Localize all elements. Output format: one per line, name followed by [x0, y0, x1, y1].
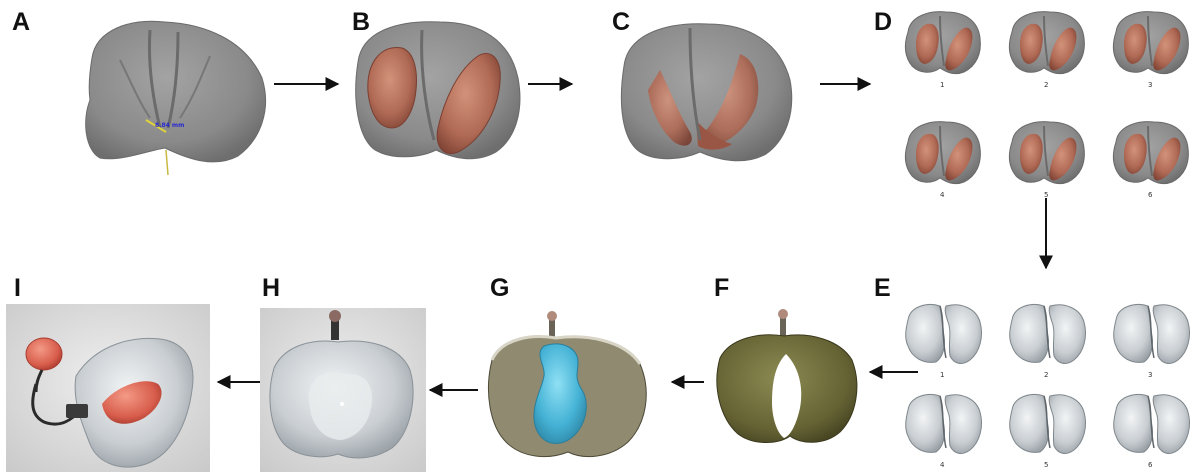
d-stage-model — [1004, 116, 1090, 188]
panel-label-i: I — [14, 276, 21, 301]
d-stage-model — [900, 116, 986, 188]
e-stage-model — [1004, 386, 1090, 458]
arrow-f-to-g — [668, 374, 708, 390]
e-stage-model — [1004, 296, 1090, 368]
panel-label-d: D — [874, 10, 892, 35]
arrow-e-to-f — [866, 364, 920, 380]
e-stage-model — [900, 296, 986, 368]
arrow-b-to-c — [526, 76, 576, 92]
arrow-g-to-h — [426, 382, 480, 398]
d-stage-model — [1108, 6, 1190, 78]
arrow-a-to-b — [272, 76, 342, 92]
e-stage-number: 5 — [1044, 462, 1048, 469]
e-stage-number: 3 — [1148, 372, 1152, 379]
d-stage-model — [900, 6, 986, 78]
arrow-h-to-i — [214, 374, 262, 390]
acrylic-base-photo-frame — [260, 308, 426, 472]
e-stage-number: 6 — [1148, 462, 1152, 469]
acrylic-base-photo — [260, 308, 426, 472]
panel-c: C — [600, 0, 800, 190]
d-stage-number: 3 — [1148, 82, 1152, 89]
arrow-d-to-e — [1038, 196, 1054, 272]
printed-mold-photo — [700, 276, 870, 476]
e-stage-model — [900, 386, 986, 458]
panel-h: H — [258, 276, 428, 476]
panel-label-h: H — [262, 276, 280, 301]
panel-label-e: E — [874, 276, 891, 301]
arrow-c-to-d — [818, 76, 874, 92]
final-nam-appliance-photo — [6, 304, 210, 472]
d-stage-number: 2 — [1044, 82, 1048, 89]
maxilla-scan-model — [0, 0, 270, 190]
panel-g: G — [478, 276, 668, 476]
molding-plan-model — [340, 0, 530, 190]
d-stage-model — [1108, 116, 1190, 188]
silicone-cast-photo — [478, 276, 668, 476]
e-stage-number: 1 — [940, 372, 944, 379]
panel-f: F — [700, 276, 870, 476]
measurement-label: 8.84 mm — [155, 122, 184, 129]
d-stage-number: 1 — [940, 82, 944, 89]
e-stage-model — [1108, 296, 1190, 368]
d-stage-number: 6 — [1148, 192, 1152, 199]
d-stage-model — [1004, 6, 1090, 78]
panel-a: A 8.84 mm — [0, 0, 270, 190]
e-stage-model — [1108, 386, 1190, 458]
final-molding-model — [600, 0, 800, 190]
panel-i: I — [0, 276, 212, 476]
e-stage-number: 2 — [1044, 372, 1048, 379]
panel-b: B — [340, 0, 530, 190]
e-stage-number: 4 — [940, 462, 944, 469]
final-appliance-photo-frame — [6, 304, 210, 472]
d-stage-number: 4 — [940, 192, 944, 199]
